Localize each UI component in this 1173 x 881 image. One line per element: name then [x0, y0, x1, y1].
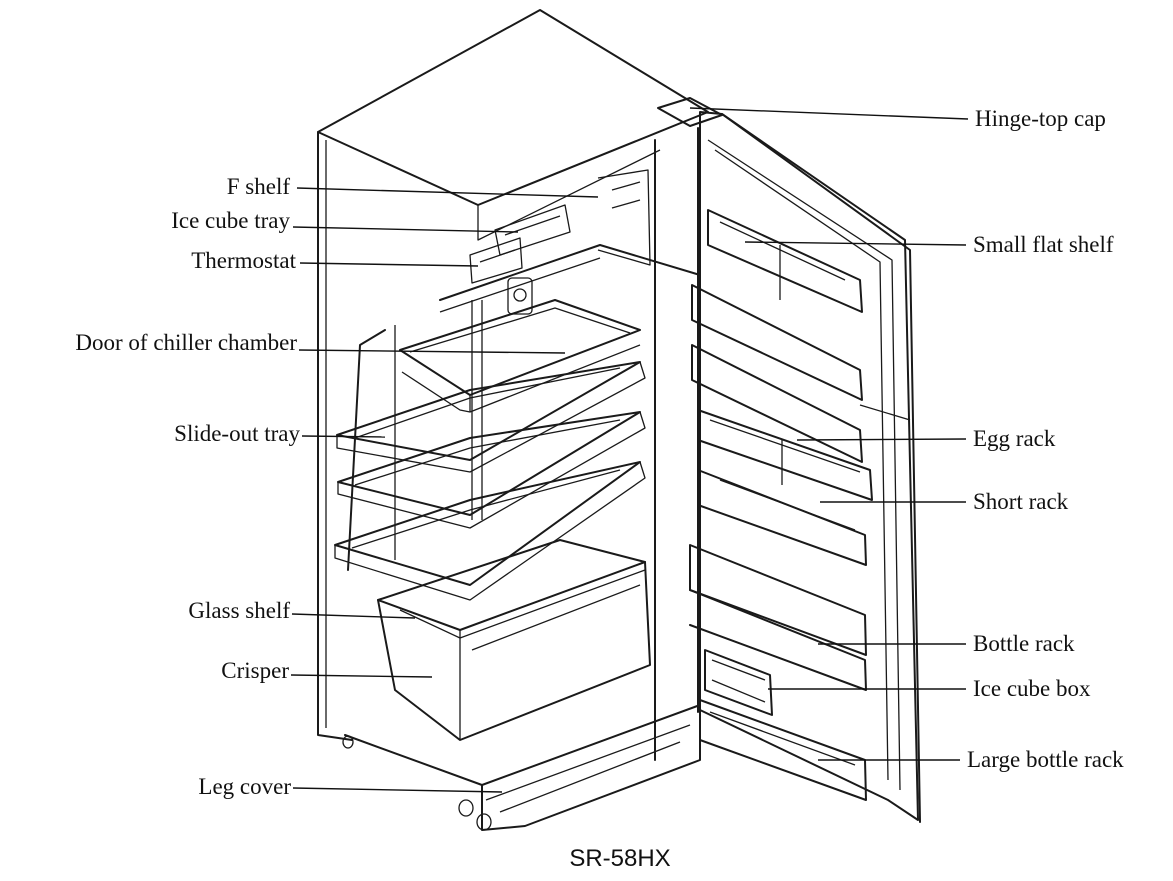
leader-small-flat-shelf: [745, 242, 966, 245]
leader-hinge-top-cap: [690, 108, 968, 119]
cabinet: [318, 10, 708, 830]
label-hinge-top-cap: Hinge-top cap: [975, 106, 1106, 131]
leader-leg-cover: [293, 788, 502, 792]
leader-lines: [291, 108, 968, 792]
shelves: [335, 300, 645, 600]
leader-f-shelf: [297, 188, 598, 197]
label-glass-shelf: Glass shelf: [188, 598, 290, 623]
labels: Hinge-top cap F shelf Ice cube tray Ther…: [75, 106, 1124, 872]
label-small-flat-shelf: Small flat shelf: [973, 232, 1114, 257]
leader-ice-cube-tray: [293, 227, 518, 232]
label-ice-cube-tray: Ice cube tray: [171, 208, 290, 233]
label-f-shelf: F shelf: [227, 174, 291, 199]
leader-crisper: [291, 675, 432, 677]
label-large-bottle-rack: Large bottle rack: [967, 747, 1124, 772]
leader-door-of-chiller-chamber: [299, 350, 565, 353]
label-thermostat: Thermostat: [191, 248, 296, 273]
label-short-rack: Short rack: [973, 489, 1069, 514]
label-bottle-rack: Bottle rack: [973, 631, 1075, 656]
leader-slide-out-tray: [302, 436, 385, 437]
leader-egg-rack: [797, 439, 966, 440]
label-slide-out-tray: Slide-out tray: [174, 421, 300, 446]
model-caption: SR-58HX: [569, 845, 670, 872]
label-leg-cover: Leg cover: [198, 774, 291, 799]
leader-glass-shelf: [292, 614, 415, 618]
door: [690, 112, 920, 822]
label-ice-cube-box: Ice cube box: [973, 676, 1091, 701]
label-door-of-chiller-chamber: Door of chiller chamber: [75, 330, 297, 355]
label-crisper: Crisper: [221, 658, 289, 683]
leader-thermostat: [300, 263, 478, 266]
label-egg-rack: Egg rack: [973, 426, 1056, 451]
